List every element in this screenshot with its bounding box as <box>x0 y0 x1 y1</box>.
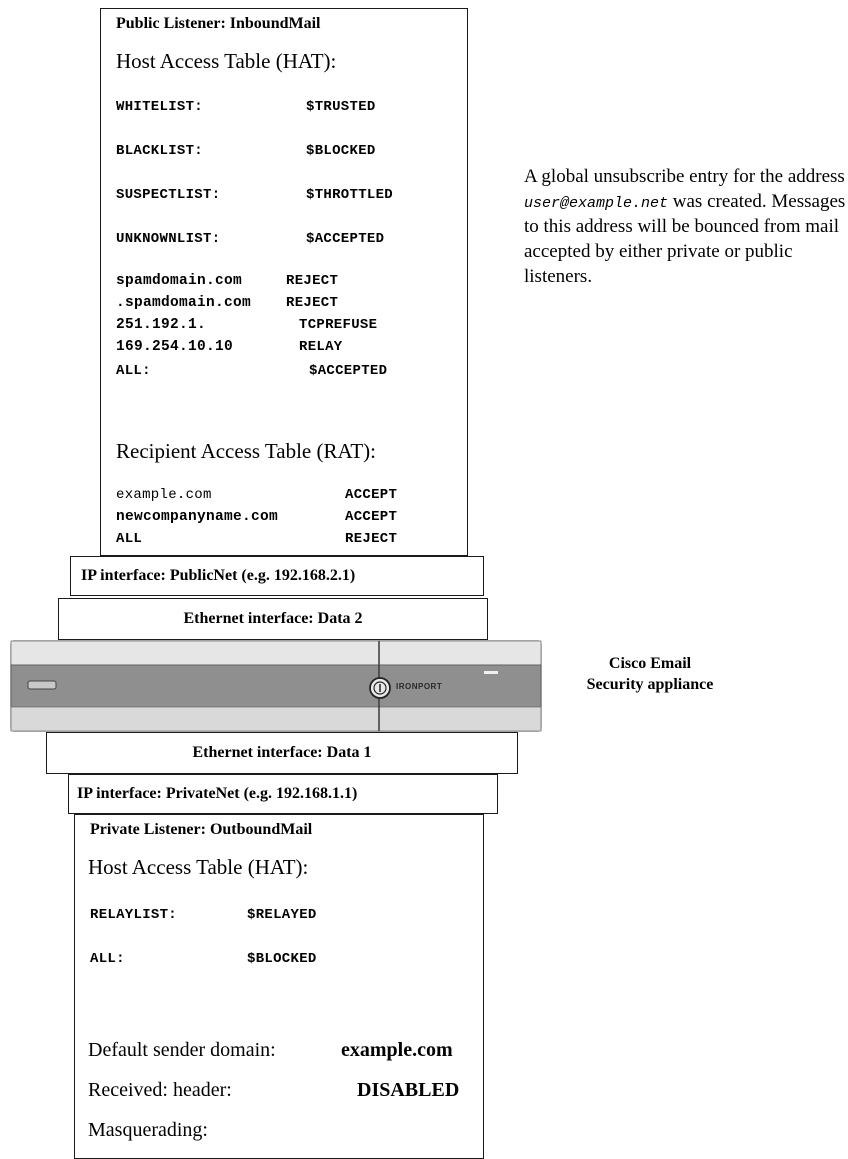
hat-policy-name: ALL: <box>90 951 125 967</box>
ip-interface-private: IP interface: PrivateNet (e.g. 192.168.1… <box>68 774 498 814</box>
ip-interface-public: IP interface: PublicNet (e.g. 192.168.2.… <box>70 556 484 596</box>
hat-policy-value: $RELAYED <box>247 907 317 923</box>
hat-policy-value: $TRUSTED <box>306 99 376 115</box>
masquerading-label: Masquerading: <box>88 1119 208 1141</box>
private-listener-title: Private Listener: OutboundMail <box>90 821 313 838</box>
appliance-label: Cisco Email Security appliance <box>560 654 740 696</box>
hat-entry-host: 169.254.10.10 <box>116 339 234 355</box>
ethernet-interface-data1-label: Ethernet interface: Data 1 <box>192 744 372 761</box>
ip-interface-private-label: IP interface: PrivateNet (e.g. 192.168.1… <box>77 785 358 802</box>
hat-entry-action: RELAY <box>299 339 343 355</box>
ethernet-interface-data2-label: Ethernet interface: Data 2 <box>183 610 363 627</box>
security-appliance: IRONPORT <box>10 640 542 732</box>
ethernet-interface-data1: Ethernet interface: Data 1 <box>46 732 518 774</box>
hat-policy-name: RELAYLIST: <box>90 907 178 923</box>
hat-entry-action: $ACCEPTED <box>309 363 388 379</box>
rat-entry-domain: ALL <box>116 531 143 547</box>
hat-entry-host: ALL: <box>116 363 151 379</box>
rat-entry-action: ACCEPT <box>345 487 398 503</box>
received-header-label: Received: header: <box>88 1079 232 1101</box>
private-hat-heading: Host Access Table (HAT): <box>88 855 309 879</box>
public-hat-heading: Host Access Table (HAT): <box>116 49 337 73</box>
hat-policy-value: $BLOCKED <box>306 143 376 159</box>
note-text-after: was created. Messages to this address wi… <box>524 191 846 288</box>
hat-policy-name: SUSPECTLIST: <box>116 187 221 203</box>
appliance-label-line2: Security appliance <box>586 675 714 693</box>
hat-entry-host: .spamdomain.com <box>116 295 252 311</box>
rat-entry-domain: newcompanyname.com <box>116 509 279 525</box>
unsubscribe-note: A global unsubscribe entry for the addre… <box>524 164 848 289</box>
public-listener-title: Public Listener: InboundMail <box>116 15 321 32</box>
public-rat-heading: Recipient Access Table (RAT): <box>116 439 376 463</box>
received-header-value: DISABLED <box>357 1079 460 1101</box>
hat-policy-value: $ACCEPTED <box>306 231 385 247</box>
hat-policy-value: $BLOCKED <box>247 951 317 967</box>
note-text-before: A global unsubscribe entry for the addre… <box>524 166 845 187</box>
hat-policy-name: UNKNOWNLIST: <box>116 231 221 247</box>
note-address: user@example.net <box>524 195 669 213</box>
rat-entry-domain: example.com <box>116 487 212 503</box>
ethernet-interface-data2: Ethernet interface: Data 2 <box>58 598 488 640</box>
rat-entry-action: REJECT <box>345 531 398 547</box>
default-sender-label: Default sender domain: <box>88 1039 276 1061</box>
public-listener-box: Public Listener: InboundMail Host Access… <box>100 8 468 556</box>
hat-entry-host: 251.192.1. <box>116 317 207 333</box>
hat-entry-host: spamdomain.com <box>116 273 243 289</box>
hat-entry-action: TCPREFUSE <box>299 317 378 333</box>
default-sender-value: example.com <box>341 1039 453 1061</box>
hat-policy-name: WHITELIST: <box>116 99 204 115</box>
private-listener-box: Private Listener: OutboundMail Host Acce… <box>74 814 484 1159</box>
hat-policy-value: $THROTTLED <box>306 187 394 203</box>
hat-policy-name: BLACKLIST: <box>116 143 204 159</box>
appliance-label-line1: Cisco Email <box>608 655 692 672</box>
ironport-brand: IRONPORT <box>396 682 443 691</box>
appliance-graphic <box>10 640 542 732</box>
hat-entry-action: REJECT <box>286 273 339 289</box>
hat-entry-action: REJECT <box>286 295 339 311</box>
rat-entry-action: ACCEPT <box>345 509 398 525</box>
ip-interface-public-label: IP interface: PublicNet (e.g. 192.168.2.… <box>81 567 356 584</box>
